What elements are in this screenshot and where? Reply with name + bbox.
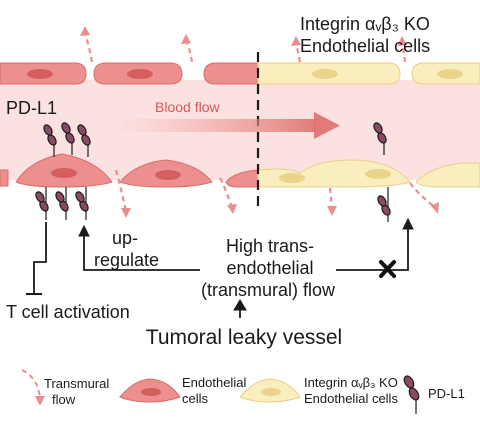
top-endothelial-layer [0,62,480,85]
legend-endothelial-line1: Endothelial [182,375,246,390]
pdl1-icon [35,187,49,220]
flow-label-line1: High trans- [226,236,314,256]
nucleus-ko [279,173,305,183]
legend-endothelial-line2: cells [182,391,209,406]
nucleus-ko [312,69,338,79]
pdl1-icon [61,122,75,155]
pdl1-molecules [35,122,391,222]
ko-title-line1: Integrin αᵥβ₃ KO [300,14,430,34]
pdl1-icon [77,124,91,157]
endothelial-cell-ko [415,162,480,188]
nucleus-ko [365,169,391,179]
legend-transmural-line1: Transmural [44,376,109,391]
upregulate-line1: up- [112,228,138,248]
vessel-title: Tumoral leaky vessel [146,326,342,349]
nucleus-wt [51,168,77,178]
legend: Transmural flow Endothelial cells Integr… [21,369,465,414]
upregulate-line2: regulate [94,250,159,270]
nucleus-wt [27,69,53,79]
legend-pdl1-icon [403,375,420,414]
nucleus-wt [127,69,153,79]
legend-transmural-line2: flow [52,392,76,407]
blood-flow-arrow [112,112,340,139]
upregulate-arrow [83,236,200,271]
pdl1-icon [377,187,391,222]
legend-transmural-arrow-icon [21,369,45,406]
legend-pdl1-label: PD-L1 [428,386,465,401]
nucleus-wt [155,170,181,180]
block-cross-icon [379,260,396,278]
pdl1-icon [373,122,387,155]
transmural-arrowheads [80,26,439,218]
inhibition-line [33,222,47,294]
ko-blocked-arrow [336,228,409,271]
transmural-arrow-up [83,31,94,63]
legend-ko-cell-icon [239,378,301,403]
ko-title-line2: Endothelial cells [300,36,430,56]
pdl1-icon [75,187,89,220]
endothelial-cell-wt [203,62,259,85]
pathway-heads [26,217,414,311]
endothelial-cell-wt [0,169,9,187]
legend-ko-line2: Endothelial cells [304,391,398,406]
flow-label-line3: (transmural) flow [201,280,336,300]
arrowhead-icon [402,217,414,230]
bottom-endothelial-layer [0,153,480,188]
legend-ko-line1: Integrin αᵥβ₃ KO [304,375,398,390]
nucleus-ko [437,69,463,79]
pdl1-icon [55,187,69,220]
blood-flow-label: Blood flow [155,99,220,115]
pdl1-label: PD-L1 [6,98,57,118]
pathway-connectors [33,222,409,318]
arrowhead-icon [233,299,247,311]
transmural-arrow-down [409,182,437,209]
arrowhead-icon [78,224,90,237]
legend-endothelial-cell-icon [119,378,181,403]
t-cell-activation-label: T cell activation [6,302,130,322]
pdl1-icon [43,124,57,157]
flow-label-line2: endothelial [226,258,313,278]
